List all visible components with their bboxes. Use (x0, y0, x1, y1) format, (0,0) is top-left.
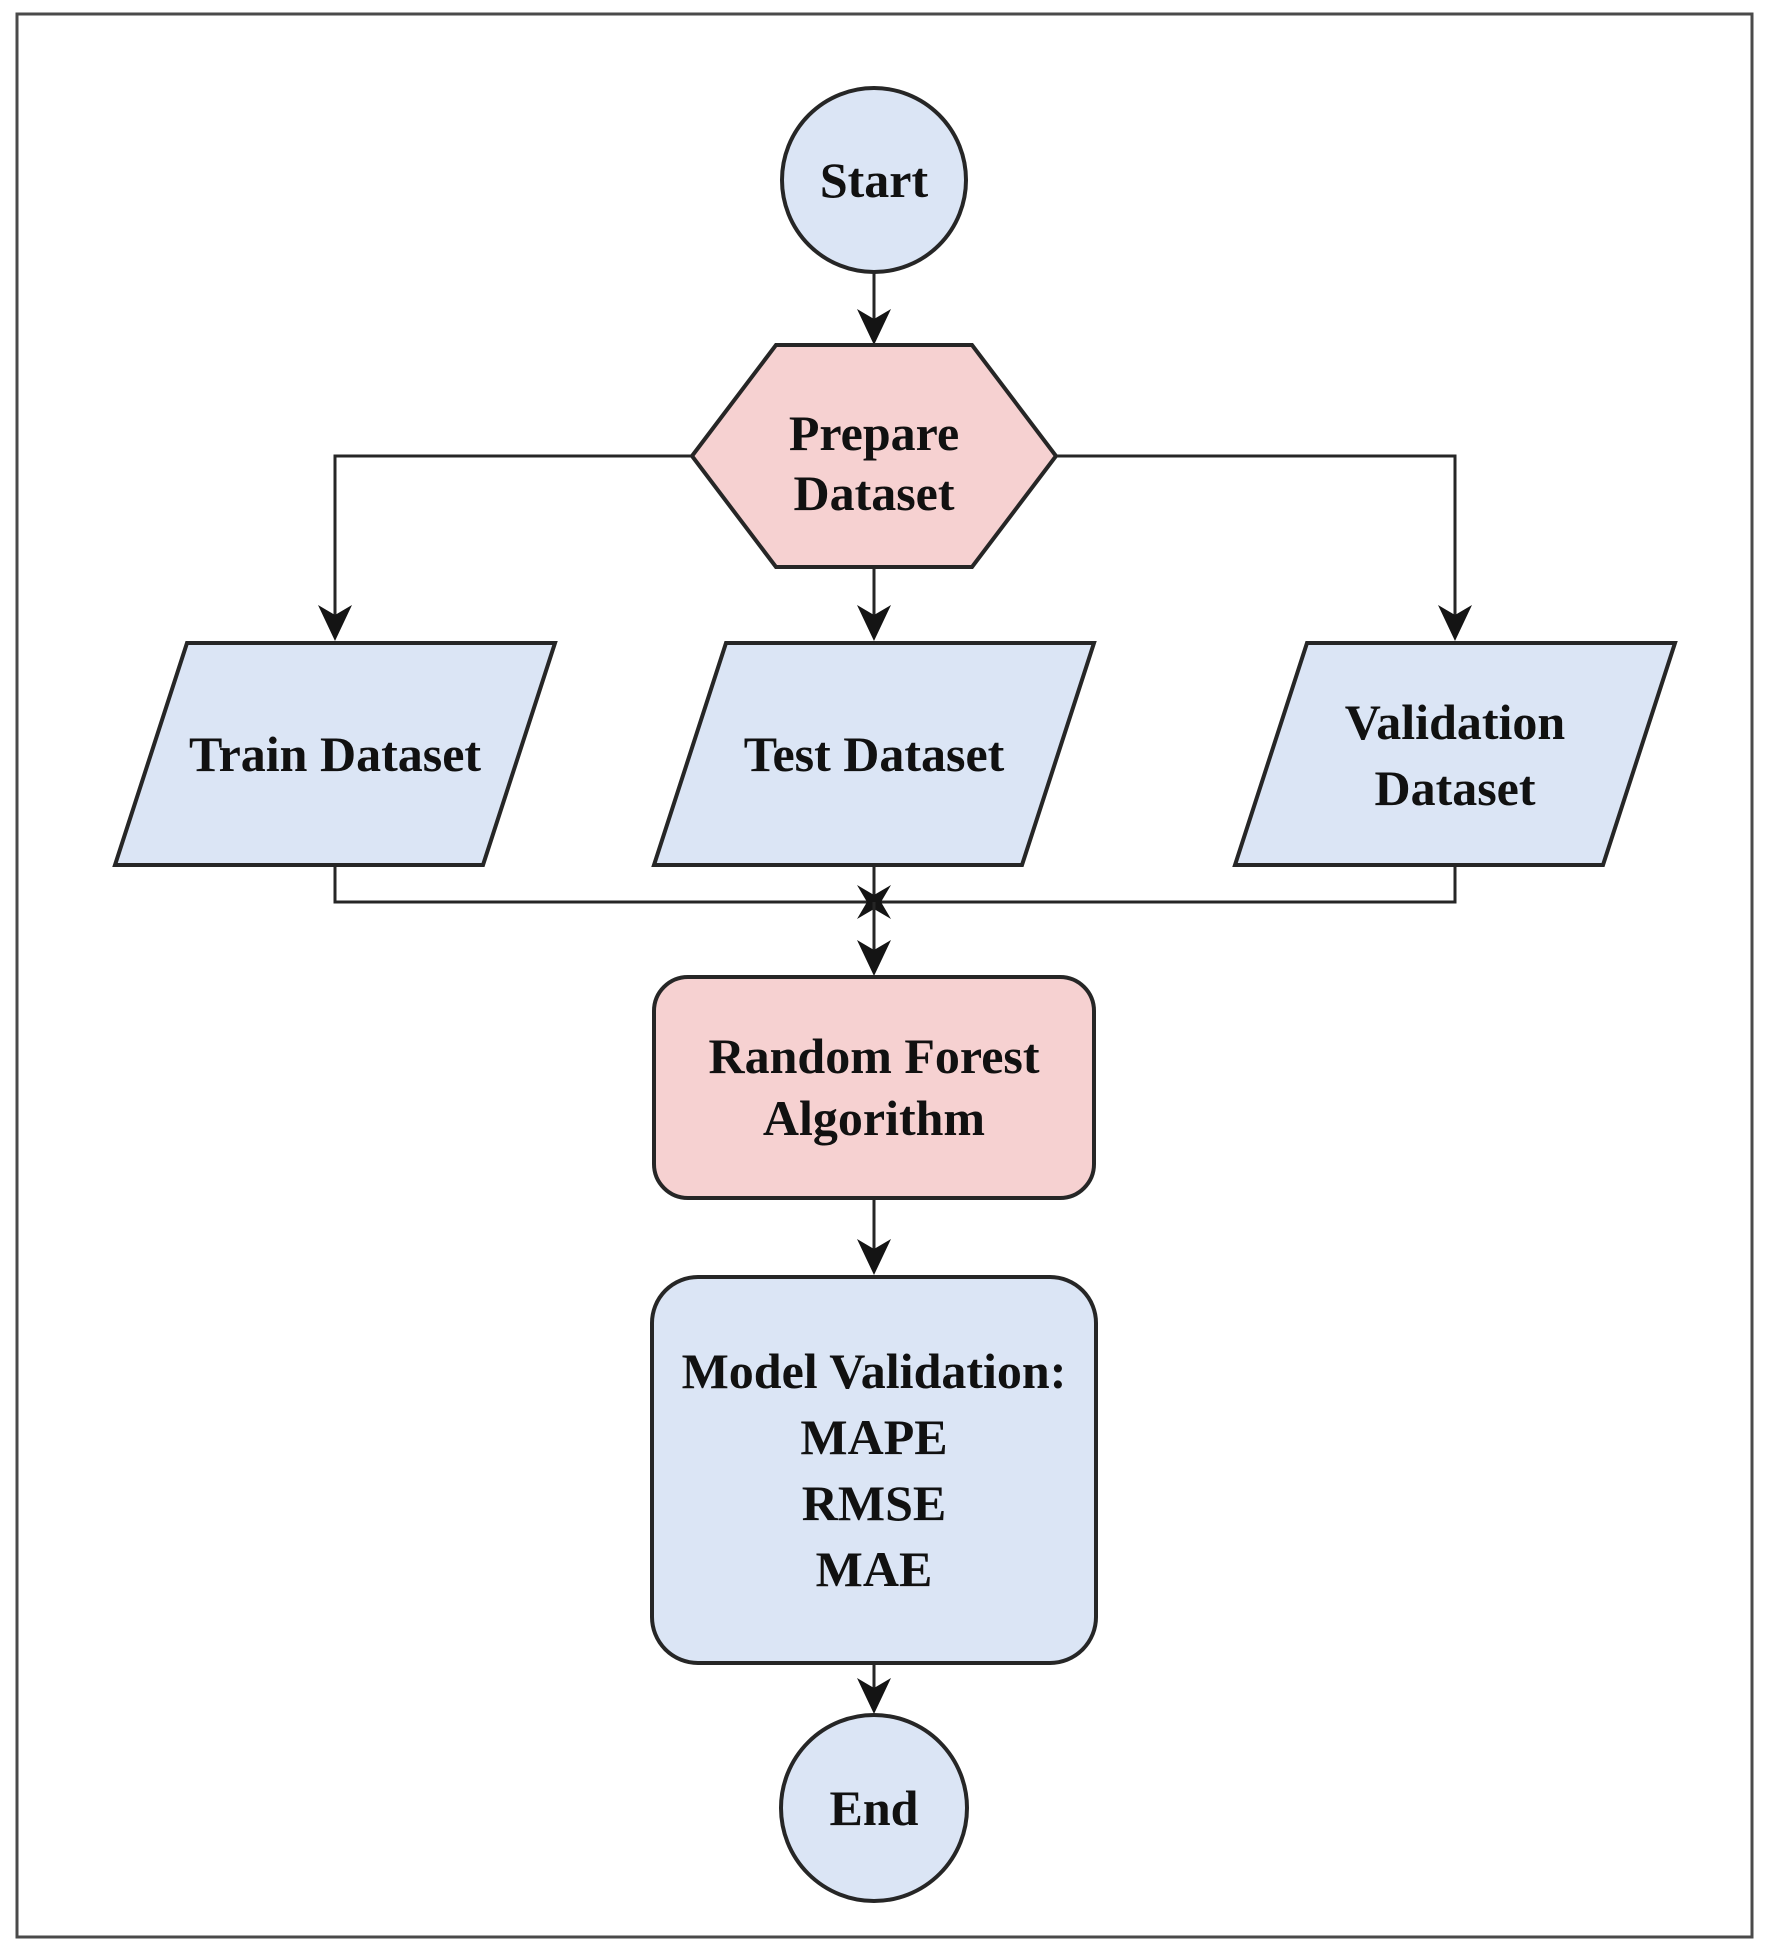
edge-prepare-to-train (318, 454, 692, 641)
prepare-hexagon-shape (689, 343, 1059, 569)
model-validation-box-shape (650, 1275, 1098, 1665)
page-border (15, 12, 1754, 1939)
test-label: Test Dataset (744, 726, 1005, 782)
train-parallelogram-shape (112, 641, 558, 867)
node-model-validation: Model Validation: MAPE RMSE MAE (650, 1275, 1098, 1665)
node-random-forest: Random Forest Algorithm (652, 975, 1096, 1200)
prepare-label-line1: Prepare (789, 405, 959, 461)
node-end: End (779, 1713, 969, 1903)
node-train-dataset: Train Dataset (112, 641, 558, 867)
random-forest-label-line1: Random Forest (708, 1028, 1039, 1084)
validation-label-line1: Validation (1345, 694, 1566, 750)
model-validation-label-line4: MAE (816, 1541, 933, 1597)
random-forest-label-line2: Algorithm (763, 1090, 985, 1146)
start-circle-shape (780, 86, 968, 274)
edge-start-to-prepare (857, 272, 891, 345)
edge-model-validation-to-end (857, 1663, 891, 1714)
arrowhead-down-icon (1438, 605, 1472, 641)
arrowhead-down-icon (857, 309, 891, 345)
random-forest-box-shape (652, 975, 1096, 1200)
validation-label-line2: Dataset (1374, 760, 1535, 816)
end-label: End (830, 1780, 919, 1836)
edge-line (1056, 454, 1457, 630)
node-start: Start (780, 86, 968, 274)
start-label: Start (820, 152, 929, 208)
arrowhead-down-icon (857, 940, 891, 976)
edge-prepare-to-test (857, 567, 891, 641)
validation-parallelogram-shape (1232, 641, 1678, 867)
edge-merge-to-random-forest (857, 902, 891, 976)
edge-line (333, 865, 1457, 904)
arrowhead-down-icon (857, 605, 891, 641)
node-test-dataset: Test Dataset (651, 641, 1097, 867)
model-validation-label-line2: MAPE (800, 1409, 947, 1465)
arrowhead-down-icon (857, 1239, 891, 1275)
model-validation-label-line1: Model Validation: (682, 1343, 1067, 1399)
end-circle-shape (779, 1713, 969, 1903)
model-validation-label-line3: RMSE (802, 1475, 946, 1531)
arrowhead-down-icon (857, 1678, 891, 1714)
prepare-label-line2: Dataset (793, 465, 954, 521)
train-label: Train Dataset (189, 726, 481, 782)
edge-line (333, 454, 692, 630)
edge-prepare-to-validation (1056, 454, 1472, 641)
node-validation-dataset: Validation Dataset (1232, 641, 1678, 867)
node-prepare-dataset: Prepare Dataset (689, 343, 1059, 569)
edge-random-forest-to-model-validation (857, 1198, 891, 1275)
edge-datasets-merge (333, 865, 1457, 919)
arrowhead-down-icon (318, 605, 352, 641)
test-parallelogram-shape (651, 641, 1097, 867)
